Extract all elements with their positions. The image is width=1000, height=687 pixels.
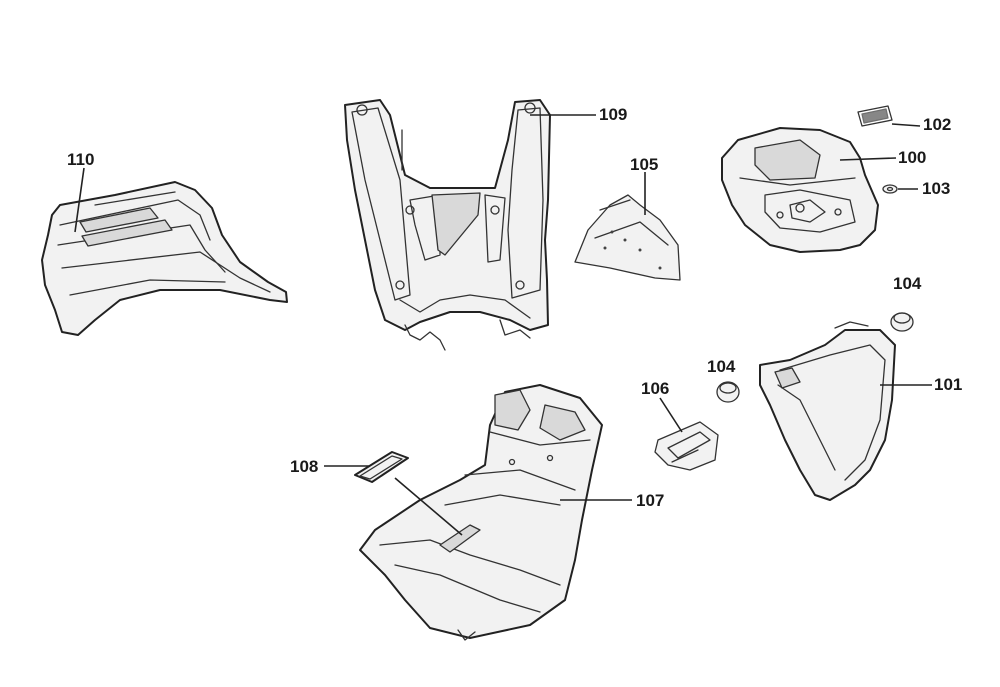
callout-105: 105: [630, 155, 658, 174]
callout-100: 100: [898, 148, 926, 167]
part-103-nut: [882, 184, 898, 194]
callout-108: 108: [290, 457, 318, 476]
part-110-rear-cover: [41, 181, 288, 336]
part-106-bracket: [654, 421, 719, 471]
leader-100: [839, 157, 897, 161]
leader-lines: [74, 114, 932, 536]
callout-104-upper: 104: [893, 274, 922, 293]
part-102-grille: [857, 105, 893, 127]
part-108-pad: [354, 451, 409, 483]
leader-106: [659, 397, 683, 433]
leader-102: [891, 123, 921, 127]
callout-109: 109: [599, 105, 627, 124]
leader-108b: [394, 477, 463, 536]
part-101-front-shield: [759, 321, 896, 501]
callout-102: 102: [923, 115, 951, 134]
part-107-leg-shield: [359, 384, 603, 641]
callout-103: 103: [922, 179, 950, 198]
callout-104-middle: 104: [707, 357, 736, 376]
callout-101: 101: [934, 375, 962, 394]
callout-106: 106: [641, 379, 669, 398]
part-100-upper-cover: [721, 127, 879, 253]
part-109-floorboard: [344, 99, 551, 351]
part-104-grommet-b: [716, 381, 740, 403]
part-105-inner-panel: [574, 194, 681, 281]
callout-labels: 110 109 105 102 100 103 104 104 101 106 …: [67, 105, 962, 510]
part-104-grommet-a: [890, 312, 914, 332]
callout-107: 107: [636, 491, 664, 510]
callout-110: 110: [67, 150, 94, 169]
leader-110: [74, 167, 85, 233]
